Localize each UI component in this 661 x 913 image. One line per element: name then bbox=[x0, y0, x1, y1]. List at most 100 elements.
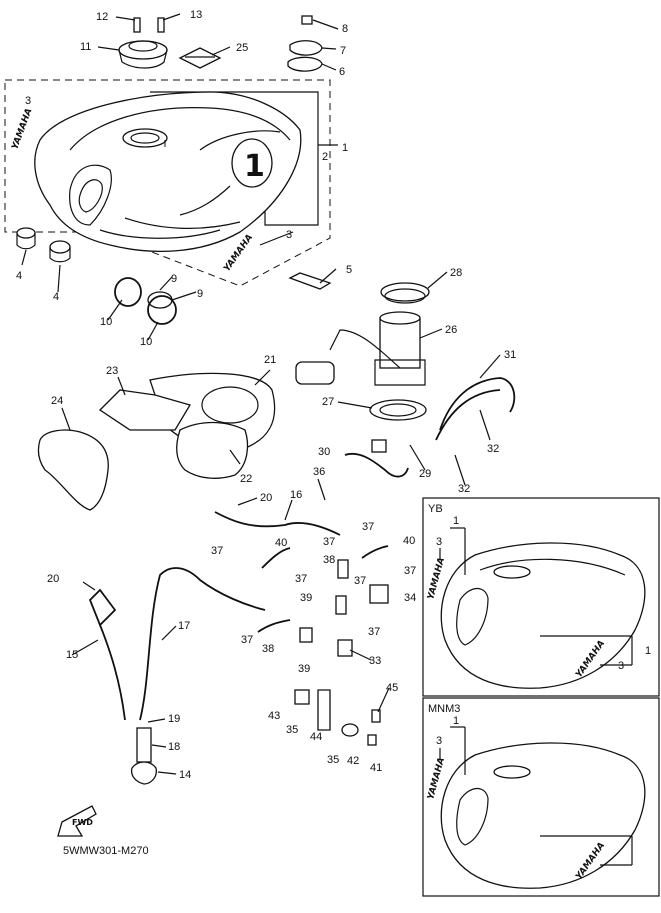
part-number-label: 13 bbox=[190, 9, 202, 21]
svg-text:3: 3 bbox=[436, 536, 442, 548]
part-number-label: 20 bbox=[260, 492, 272, 504]
svg-text:MNM3: MNM3 bbox=[428, 703, 460, 715]
brackets-35-44 bbox=[294, 689, 381, 746]
part-number-label: 31 bbox=[504, 349, 516, 361]
svg-text:YAMAHA: YAMAHA bbox=[10, 107, 34, 151]
part-number-label: 14 bbox=[179, 769, 191, 781]
part-number-label: 37 bbox=[211, 545, 223, 557]
part-number-label: 30 bbox=[318, 446, 330, 458]
bolt-top bbox=[287, 15, 323, 72]
hose-30 bbox=[344, 439, 409, 478]
hose-16 bbox=[214, 511, 341, 536]
damper-4b bbox=[49, 240, 71, 263]
part-number-label: 20 bbox=[47, 573, 59, 585]
part-number-label: 42 bbox=[347, 755, 359, 767]
part-number-label: 29 bbox=[419, 468, 431, 480]
hose-15 bbox=[88, 588, 126, 721]
panel-23-24 bbox=[37, 389, 191, 511]
part-number-label: 16 bbox=[290, 489, 302, 501]
pump-ring-28 bbox=[380, 282, 430, 304]
hose-17 bbox=[139, 567, 266, 721]
hose-31 bbox=[435, 377, 516, 441]
svg-text:1: 1 bbox=[453, 715, 459, 727]
variant-panel-yb: YB YAMAHA YAMAHA 1 3 1 3 bbox=[422, 497, 660, 697]
part-number-label: 24 bbox=[51, 395, 63, 407]
cap-gasket bbox=[178, 47, 222, 69]
part-number-label: 37 bbox=[295, 573, 307, 585]
svg-text:1: 1 bbox=[645, 645, 651, 657]
part-number-label: 44 bbox=[310, 731, 322, 743]
part-number-label: 8 bbox=[342, 23, 348, 35]
part-number-label: 3 bbox=[25, 95, 31, 107]
part-number-label: 34 bbox=[404, 592, 416, 604]
hoses-37-40 bbox=[257, 545, 389, 657]
part-number-label: 1 bbox=[342, 142, 348, 154]
svg-text:FWD: FWD bbox=[72, 818, 93, 827]
part-number-label: 19 bbox=[168, 713, 180, 725]
part-number-label: 33 bbox=[369, 655, 381, 667]
part-number-label: 21 bbox=[264, 354, 276, 366]
part-number-label: 37 bbox=[362, 521, 374, 533]
part-number-label: 22 bbox=[240, 473, 252, 485]
diagram-code: 5WMW301-M270 bbox=[63, 845, 149, 857]
part-number-label: 35 bbox=[286, 724, 298, 736]
fuel-cap bbox=[118, 17, 168, 69]
part-number-label: 37 bbox=[354, 575, 366, 587]
svg-text:YB: YB bbox=[428, 503, 443, 515]
part-number-label: 9 bbox=[197, 288, 203, 300]
part-number-label: 38 bbox=[323, 554, 335, 566]
clamp-9-10 bbox=[114, 277, 177, 325]
part-number-label: 4 bbox=[16, 270, 22, 282]
bracket-5 bbox=[288, 272, 332, 290]
part-number-label: 37 bbox=[404, 565, 416, 577]
part-number-label: 2 bbox=[322, 151, 328, 163]
yamaha-decal-left: YAMAHA bbox=[10, 107, 34, 151]
part-number-label: 41 bbox=[370, 762, 382, 774]
part-number-label: 38 bbox=[262, 643, 274, 655]
part-number-label: 35 bbox=[327, 754, 339, 766]
filter-18 bbox=[130, 727, 157, 785]
pump-gasket-27 bbox=[369, 399, 427, 421]
assembly-outline bbox=[4, 79, 338, 287]
part-number-label: 17 bbox=[178, 620, 190, 632]
part-number-label: 15 bbox=[66, 649, 78, 661]
part-number-label: 5 bbox=[346, 264, 352, 276]
part-number-label: 11 bbox=[80, 41, 91, 53]
leader-lines bbox=[21, 13, 501, 775]
part-number-label: 23 bbox=[106, 365, 118, 377]
part-number-label: 9 bbox=[171, 273, 177, 285]
part-number-label: 39 bbox=[298, 663, 310, 675]
part-number-label: 36 bbox=[313, 466, 325, 478]
part-number-label: 26 bbox=[445, 324, 457, 336]
svg-text:3: 3 bbox=[618, 660, 624, 672]
part-number-label: 43 bbox=[268, 710, 280, 722]
part-number-label: 40 bbox=[403, 535, 415, 547]
part-number-label: 10 bbox=[140, 336, 152, 348]
damper-4a bbox=[16, 227, 36, 250]
svg-text:1: 1 bbox=[244, 149, 265, 184]
part-number-label: 12 bbox=[96, 11, 108, 23]
part-number-label: 7 bbox=[340, 45, 346, 57]
part-number-label: 32 bbox=[487, 443, 499, 455]
part-number-label: 6 bbox=[339, 66, 345, 78]
part-number-label: 37 bbox=[241, 634, 253, 646]
part-number-label: 45 bbox=[386, 682, 398, 694]
fuel-tank bbox=[34, 91, 302, 253]
part-number-label: 28 bbox=[450, 267, 462, 279]
part-number-label: 32 bbox=[458, 483, 470, 495]
panel-22 bbox=[176, 421, 249, 479]
part-number-label: 25 bbox=[236, 42, 248, 54]
part-number-label: 4 bbox=[53, 291, 59, 303]
part-number-label: 3 bbox=[286, 229, 292, 241]
svg-text:3: 3 bbox=[436, 735, 442, 747]
part-number-label: 27 bbox=[322, 396, 334, 408]
variant-panel-mnm3: MNM3 YAMAHA YAMAHA 1 3 bbox=[422, 697, 660, 897]
part-number-label: 37 bbox=[323, 536, 335, 548]
part-number-label: 40 bbox=[275, 537, 287, 549]
part-number-label: 10 bbox=[100, 316, 112, 328]
part-number-label: 37 bbox=[368, 626, 380, 638]
svg-text:1: 1 bbox=[453, 515, 459, 527]
